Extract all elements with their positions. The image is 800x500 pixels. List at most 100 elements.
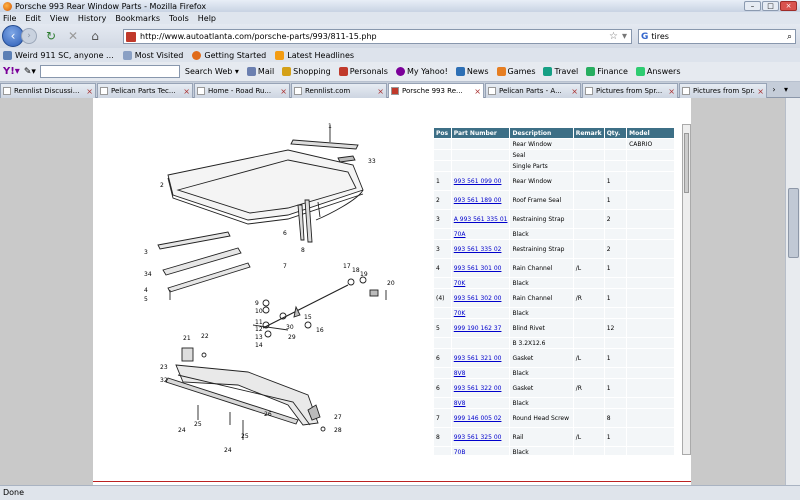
cell-model: [626, 318, 675, 338]
part-number-link[interactable]: 70K: [453, 279, 466, 287]
menu-history[interactable]: History: [77, 13, 107, 23]
tab-rennlist-discussions[interactable]: Rennlist Discussi...×: [0, 83, 96, 98]
part-number-link[interactable]: 993 561 322 00: [453, 384, 502, 392]
close-tab-icon[interactable]: ×: [183, 86, 190, 96]
bookmark-most-visited[interactable]: Most Visited: [122, 50, 183, 60]
tab-porsche-993-rear[interactable]: Porsche 993 Re...×: [388, 83, 484, 98]
menu-tools[interactable]: Tools: [169, 13, 189, 23]
menu-edit[interactable]: Edit: [25, 13, 41, 23]
pencil-icon[interactable]: ✎▾: [23, 66, 36, 77]
close-tab-icon[interactable]: ×: [668, 86, 675, 96]
yahoo-shopping[interactable]: Shopping: [282, 67, 331, 76]
yahoo-logo-icon[interactable]: Y!▾: [3, 66, 20, 77]
cell-qty: [603, 307, 628, 319]
tab-scroll-right-icon[interactable]: ›: [772, 85, 776, 94]
close-tab-icon[interactable]: ×: [280, 86, 287, 96]
url-text[interactable]: http://www.autoatlanta.com/porsche-parts…: [140, 32, 377, 41]
tab-pictures-2[interactable]: Pictures from Spr...×: [679, 83, 767, 98]
cell-qty: [603, 367, 628, 379]
yahoo-personals[interactable]: Personals: [338, 67, 388, 76]
yahoo-search-input[interactable]: [39, 65, 180, 78]
minimize-button[interactable]: –: [744, 1, 761, 11]
bookmark-getting-started[interactable]: Getting Started: [192, 50, 266, 60]
menu-help[interactable]: Help: [197, 13, 217, 23]
cell-model: [626, 307, 675, 319]
mail-icon: [246, 67, 256, 76]
cell-qty: [603, 446, 628, 455]
part-number-link[interactable]: A 993 561 335 01: [453, 215, 508, 223]
maximize-button[interactable]: □: [762, 1, 779, 11]
cell-description: Single Parts: [509, 160, 574, 172]
part-number-link[interactable]: 993 561 301 00: [453, 264, 502, 272]
cell-part-number: 993 561 099 00: [450, 171, 511, 191]
part-number-link[interactable]: 999 190 162 37: [453, 324, 502, 332]
bookmark-star-icon[interactable]: ☆: [609, 31, 618, 42]
address-bar[interactable]: http://www.autoatlanta.com/porsche-parts…: [123, 29, 632, 44]
part-number-link[interactable]: 70A: [453, 230, 466, 238]
yahoo-news[interactable]: News: [455, 67, 489, 76]
part-number-link[interactable]: 70K: [453, 309, 466, 317]
part-number-link[interactable]: 993 561 302 00: [453, 294, 502, 302]
yahoo-answers[interactable]: Answers: [635, 67, 681, 76]
cell-description: Rain Channel: [509, 288, 574, 308]
tab-list-icon[interactable]: ▾: [783, 85, 788, 94]
forward-button[interactable]: ›: [21, 28, 37, 44]
page-scrollbar[interactable]: [785, 98, 800, 485]
cell-description: Black: [509, 446, 574, 455]
part-number-link[interactable]: 993 561 189 00: [453, 196, 502, 204]
home-icon[interactable]: ⌂: [91, 29, 99, 43]
search-web-button[interactable]: Search Web ▾: [184, 67, 239, 76]
menu-file[interactable]: File: [3, 13, 17, 23]
cell-description: Restraining Strap: [509, 239, 574, 259]
svg-text:28: 28: [334, 427, 342, 434]
google-search-icon[interactable]: G: [641, 31, 649, 42]
close-tab-icon[interactable]: ×: [757, 86, 764, 96]
table-scrollbar[interactable]: [682, 124, 691, 455]
table-scrollbar-thumb[interactable]: [684, 133, 689, 193]
menu-view[interactable]: View: [49, 13, 69, 23]
close-tab-icon[interactable]: ×: [571, 86, 578, 96]
url-dropdown-icon[interactable]: ▾: [621, 31, 627, 42]
tab-pelican-parts-tech[interactable]: Pelican Parts Tec...×: [97, 83, 193, 98]
tab-strip: Rennlist Discussi...× Pelican Parts Tec.…: [0, 82, 800, 98]
part-number-link[interactable]: 993 561 099 00: [453, 177, 502, 185]
scrollbar-thumb[interactable]: [788, 188, 799, 258]
menu-bookmarks[interactable]: Bookmarks: [115, 13, 161, 23]
reload-icon[interactable]: ↻: [45, 29, 57, 43]
yahoo-games[interactable]: Games: [496, 67, 535, 76]
svg-text:6: 6: [283, 230, 287, 237]
cell-model: CABRIO: [626, 138, 675, 150]
part-number-link[interactable]: 8V8: [453, 369, 466, 377]
yahoo-mail[interactable]: Mail: [246, 67, 274, 76]
tab-pictures-1[interactable]: Pictures from Spr...×: [582, 83, 678, 98]
close-tab-icon[interactable]: ×: [86, 86, 93, 96]
close-window-button[interactable]: ×: [780, 1, 797, 11]
part-number-link[interactable]: 999 146 005 02: [453, 414, 502, 422]
cell-remark: [572, 171, 605, 191]
search-magnifier-icon[interactable]: ⌕: [786, 31, 792, 42]
close-tab-icon[interactable]: ×: [474, 86, 481, 96]
yahoo-travel[interactable]: Travel: [543, 67, 578, 76]
my-yahoo-icon: [395, 67, 405, 76]
bookmark-latest-headlines[interactable]: Latest Headlines: [275, 50, 354, 60]
close-tab-icon[interactable]: ×: [377, 86, 384, 96]
tab-pelican-parts-a[interactable]: Pelican Parts - A...×: [485, 83, 581, 98]
tab-rennlist[interactable]: Rennlist.com×: [291, 83, 387, 98]
cell-pos: [433, 149, 452, 161]
yahoo-finance[interactable]: Finance: [586, 67, 628, 76]
stop-icon[interactable]: ✕: [67, 29, 79, 43]
bookmark-weird-911[interactable]: Weird 911 SC, anyone ...: [3, 50, 114, 60]
part-number-link[interactable]: 70B: [453, 448, 466, 456]
cell-part-number: 8V8: [450, 367, 511, 379]
yahoo-my-yahoo[interactable]: My Yahoo!: [395, 67, 448, 76]
tab-road-runner[interactable]: Home - Road Ru...×: [194, 83, 290, 98]
search-box[interactable]: G tires ⌕: [638, 29, 796, 44]
part-number-link[interactable]: 8V8: [453, 399, 466, 407]
divider: [93, 481, 691, 482]
part-number-link[interactable]: 993 561 335 02: [453, 245, 502, 253]
part-number-link[interactable]: 993 561 325 00: [453, 433, 502, 441]
search-input[interactable]: tires: [651, 32, 669, 41]
part-number-link[interactable]: 993 561 321 00: [453, 354, 502, 362]
svg-text:16: 16: [316, 327, 324, 334]
